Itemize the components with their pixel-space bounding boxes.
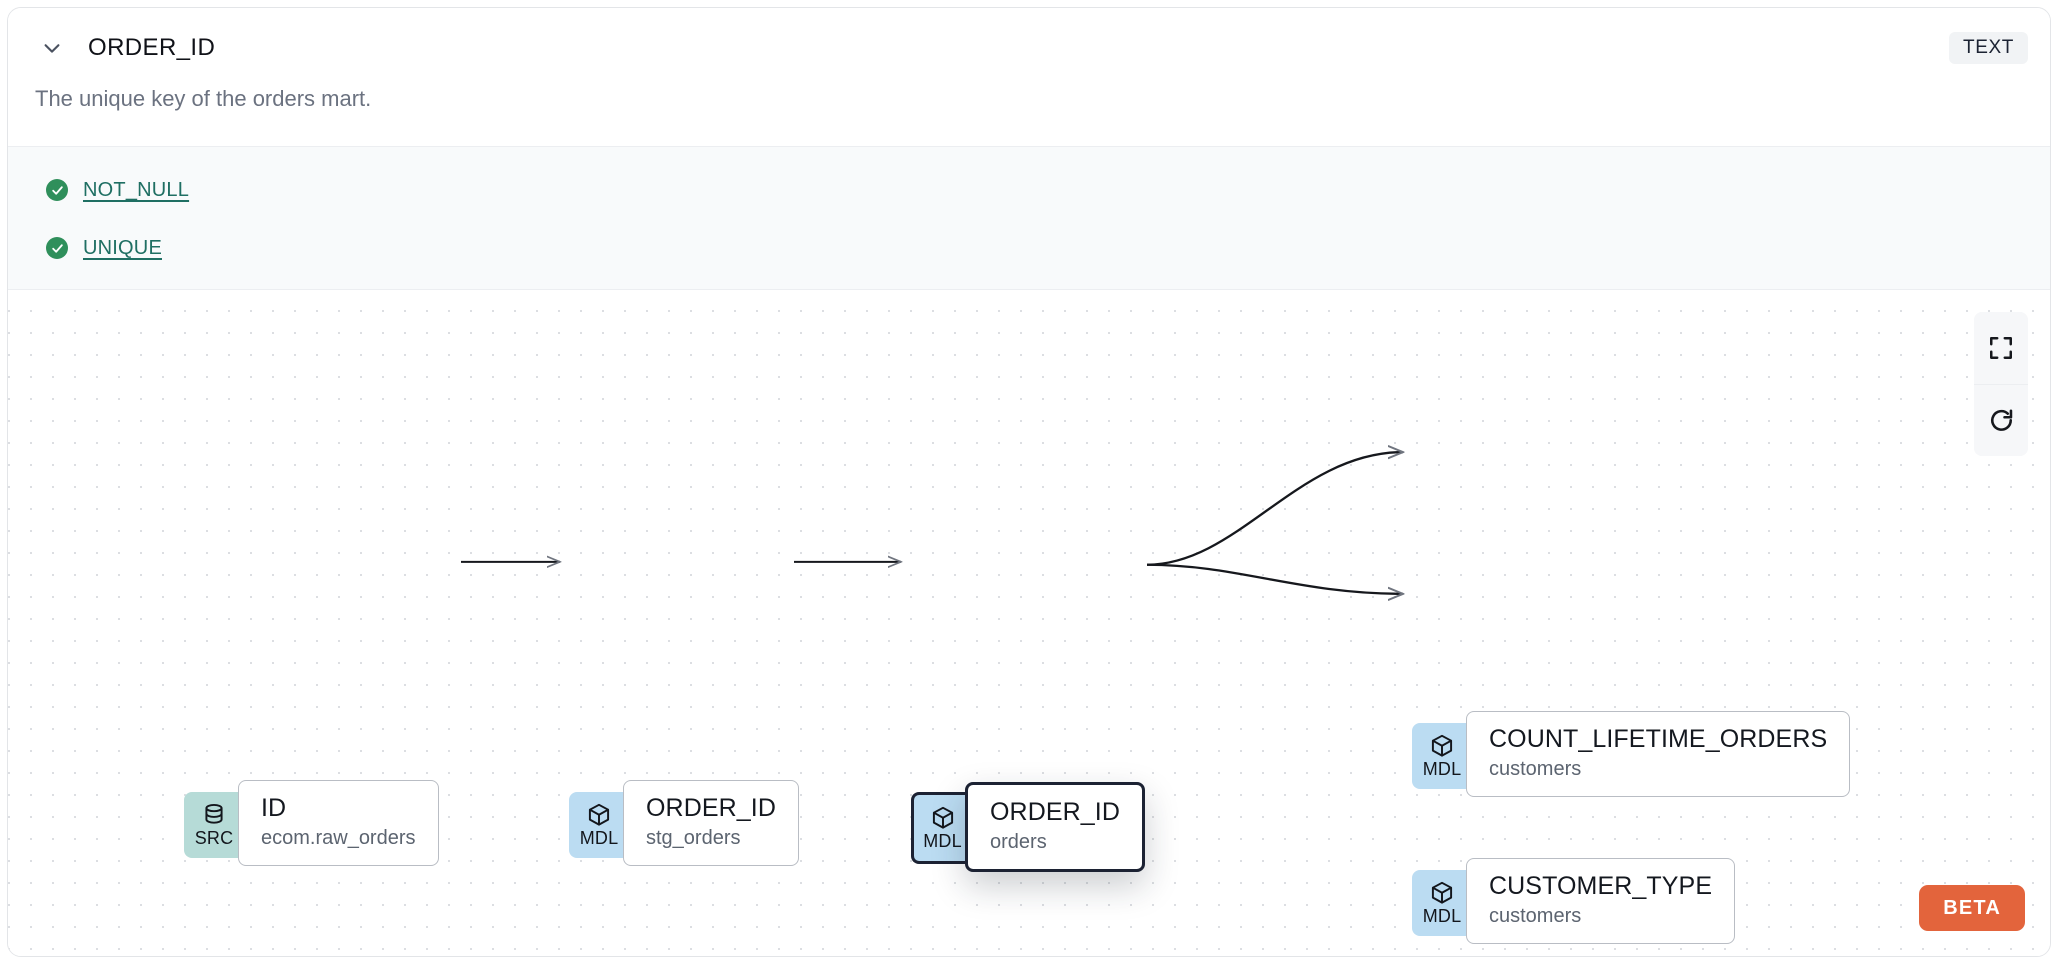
node-column-name: ORDER_ID xyxy=(990,798,1120,826)
database-icon xyxy=(205,803,223,824)
lineage-node-mdl-customer-type[interactable]: MDL CUSTOMER_TYPE customers xyxy=(1412,858,1736,944)
node-column-name: ID xyxy=(261,794,287,822)
node-tag-label: SRC xyxy=(194,827,234,848)
node-type-tag-src: SRC xyxy=(184,792,244,858)
node-table-name: stg_orders xyxy=(646,827,741,849)
lineage-canvas[interactable]: SRC ID ecom.raw_orders MDL xyxy=(8,290,2050,956)
cube-icon xyxy=(1431,734,1453,757)
node-table-name: customers xyxy=(1489,905,1582,927)
cube-icon xyxy=(588,803,610,826)
chevron-down-icon[interactable] xyxy=(35,31,69,65)
node-tag-label: MDL xyxy=(1422,758,1462,779)
node-body: COUNT_LIFETIME_ORDERS customers xyxy=(1466,711,1851,797)
node-table-name: customers xyxy=(1489,758,1582,780)
beta-badge[interactable]: BETA xyxy=(1919,885,2025,931)
tests-section: NOT_NULL UNIQUE xyxy=(8,146,2050,290)
test-row: UNIQUE xyxy=(46,231,2023,265)
node-body: CUSTOMER_TYPE customers xyxy=(1466,858,1736,944)
test-link-unique[interactable]: UNIQUE xyxy=(83,236,162,259)
fullscreen-icon xyxy=(1990,337,2012,359)
canvas-controls xyxy=(1974,312,2028,456)
column-description: The unique key of the orders mart. xyxy=(35,86,372,111)
check-circle-icon xyxy=(46,237,68,259)
node-body: ID ecom.raw_orders xyxy=(238,780,439,866)
cube-icon xyxy=(932,806,953,829)
edge-orders-to-count-lifetime-orders xyxy=(1146,452,1403,566)
fit-view-button[interactable] xyxy=(1974,312,2028,384)
refresh-button[interactable] xyxy=(1974,384,2028,456)
node-tag-label: MDL xyxy=(1422,905,1462,926)
test-row: NOT_NULL xyxy=(46,173,2023,207)
node-tag-label: MDL xyxy=(579,827,619,848)
node-tag-label: MDL xyxy=(923,830,962,851)
lineage-node-mdl-count-lifetime-orders[interactable]: MDL COUNT_LIFETIME_ORDERS customers xyxy=(1412,711,1851,797)
lineage-node-mdl-orders-order-id[interactable]: MDL ORDER_ID orders xyxy=(911,782,1145,872)
node-type-tag-mdl: MDL xyxy=(1412,870,1472,936)
node-column-name: COUNT_LIFETIME_ORDERS xyxy=(1489,725,1828,753)
node-body: ORDER_ID orders xyxy=(965,782,1145,872)
column-detail-panel: ORDER_ID TEXT The unique key of the orde… xyxy=(7,7,2051,957)
node-column-name: CUSTOMER_TYPE xyxy=(1489,872,1713,900)
page-title: ORDER_ID xyxy=(88,34,216,61)
test-link-not-null[interactable]: NOT_NULL xyxy=(83,178,190,201)
panel-header: ORDER_ID TEXT xyxy=(8,8,2050,88)
node-body: ORDER_ID stg_orders xyxy=(623,780,799,866)
cube-icon xyxy=(1431,881,1453,904)
edge-orders-to-customer-type xyxy=(1146,563,1403,594)
data-type-badge: TEXT xyxy=(1949,32,2028,64)
node-table-name: orders xyxy=(990,831,1047,853)
node-type-tag-mdl: MDL xyxy=(569,792,629,858)
node-type-tag-mdl: MDL xyxy=(1412,723,1472,789)
lineage-node-src-id[interactable]: SRC ID ecom.raw_orders xyxy=(184,780,439,866)
node-table-name: ecom.raw_orders xyxy=(261,827,416,849)
refresh-icon xyxy=(1990,409,2012,431)
node-type-tag-mdl: MDL xyxy=(911,792,971,864)
node-column-name: ORDER_ID xyxy=(646,794,776,822)
check-circle-icon xyxy=(46,179,68,201)
lineage-node-mdl-stg-order-id[interactable]: MDL ORDER_ID stg_orders xyxy=(569,780,799,866)
